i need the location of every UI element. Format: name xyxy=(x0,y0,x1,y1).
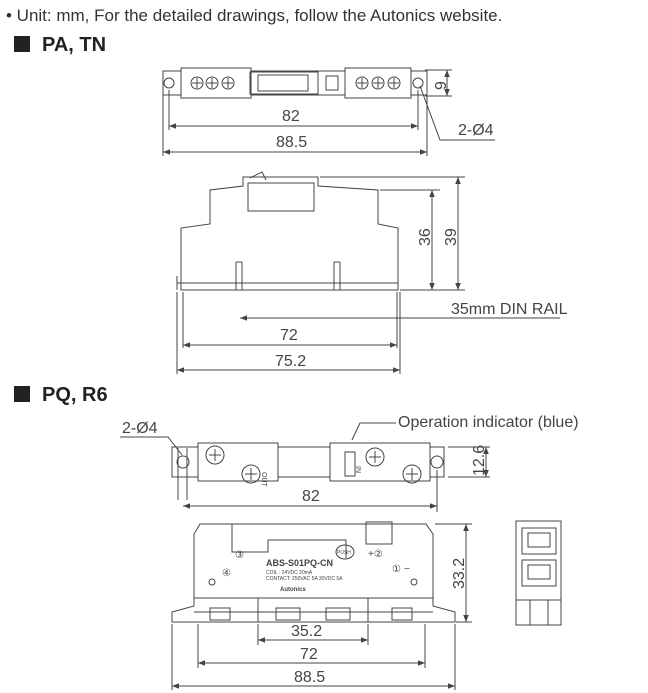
pa-tn-height-39-label: 39 xyxy=(443,228,460,246)
pq-r6-coil-label: COIL : 24VDC 20mA xyxy=(266,570,313,576)
pq-r6-push-label: PUSH xyxy=(337,550,351,556)
pa-tn-height-36-label: 36 xyxy=(417,228,434,246)
section-pq-r6-heading: PQ, R6 xyxy=(14,384,108,407)
pq-r6-width-88-5-label: 88.5 xyxy=(294,669,325,686)
section-pa-tn-title: PA, TN xyxy=(42,34,107,56)
pq-r6-holes-label: 2-Ø4 xyxy=(122,420,158,437)
pa-tn-width-75-2-label: 75.2 xyxy=(275,353,306,370)
operation-indicator-label: Operation indicator (blue) xyxy=(398,414,579,431)
pq-r6-contact-label: CONTACT: 250VAC 5A 30VDC 5A xyxy=(266,576,343,582)
pq-r6-height-12-6-label: 12.6 xyxy=(471,445,488,476)
section-square-icon xyxy=(14,36,30,52)
terminal-3-label: ③ xyxy=(235,550,244,561)
pq-r6-side-view xyxy=(515,520,562,626)
unit-note: • Unit: mm, For the detailed drawings, f… xyxy=(6,6,503,25)
terminal-2-label: +② xyxy=(368,549,383,560)
terminal-1-label: ① xyxy=(392,564,401,575)
pa-tn-holes-label: 2-Ø4 xyxy=(458,122,494,139)
terminal-1-sign-label: − xyxy=(404,564,410,575)
section-pq-r6-title: PQ, R6 xyxy=(42,384,108,406)
pq-r6-top-view xyxy=(120,422,490,512)
pq-r6-height-33-2-label: 33.2 xyxy=(451,558,468,589)
section-square-icon xyxy=(14,386,30,402)
pq-r6-terminal-screws xyxy=(205,445,422,484)
pa-tn-top-view xyxy=(162,67,495,156)
pa-tn-front-view xyxy=(176,171,560,374)
pa-tn-width-88-5-label: 88.5 xyxy=(276,134,307,151)
terminal-4-label: ④ xyxy=(222,568,231,579)
pq-r6-front-view xyxy=(171,521,472,690)
pq-r6-out-label: OUT xyxy=(260,472,267,488)
pq-r6-width-72-label: 72 xyxy=(300,646,318,663)
din-rail-label: 35mm DIN RAIL xyxy=(451,301,568,318)
pq-r6-in-label: IN xyxy=(354,466,361,473)
pq-r6-brand-label: Autonics xyxy=(280,587,306,593)
pq-r6-width-82-label: 82 xyxy=(302,488,320,505)
pa-tn-terminal-screws xyxy=(190,76,401,90)
pa-tn-width-82-label: 82 xyxy=(282,108,300,125)
pa-tn-width-72-label: 72 xyxy=(280,327,298,344)
pq-r6-width-35-2-label: 35.2 xyxy=(291,623,322,640)
operation-indicator-led xyxy=(344,451,356,477)
section-pa-tn-heading: PA, TN xyxy=(14,34,106,57)
pq-r6-model-label: ABS-S01PQ-CN xyxy=(266,558,333,568)
pa-tn-height-9-label: 9 xyxy=(433,81,450,90)
